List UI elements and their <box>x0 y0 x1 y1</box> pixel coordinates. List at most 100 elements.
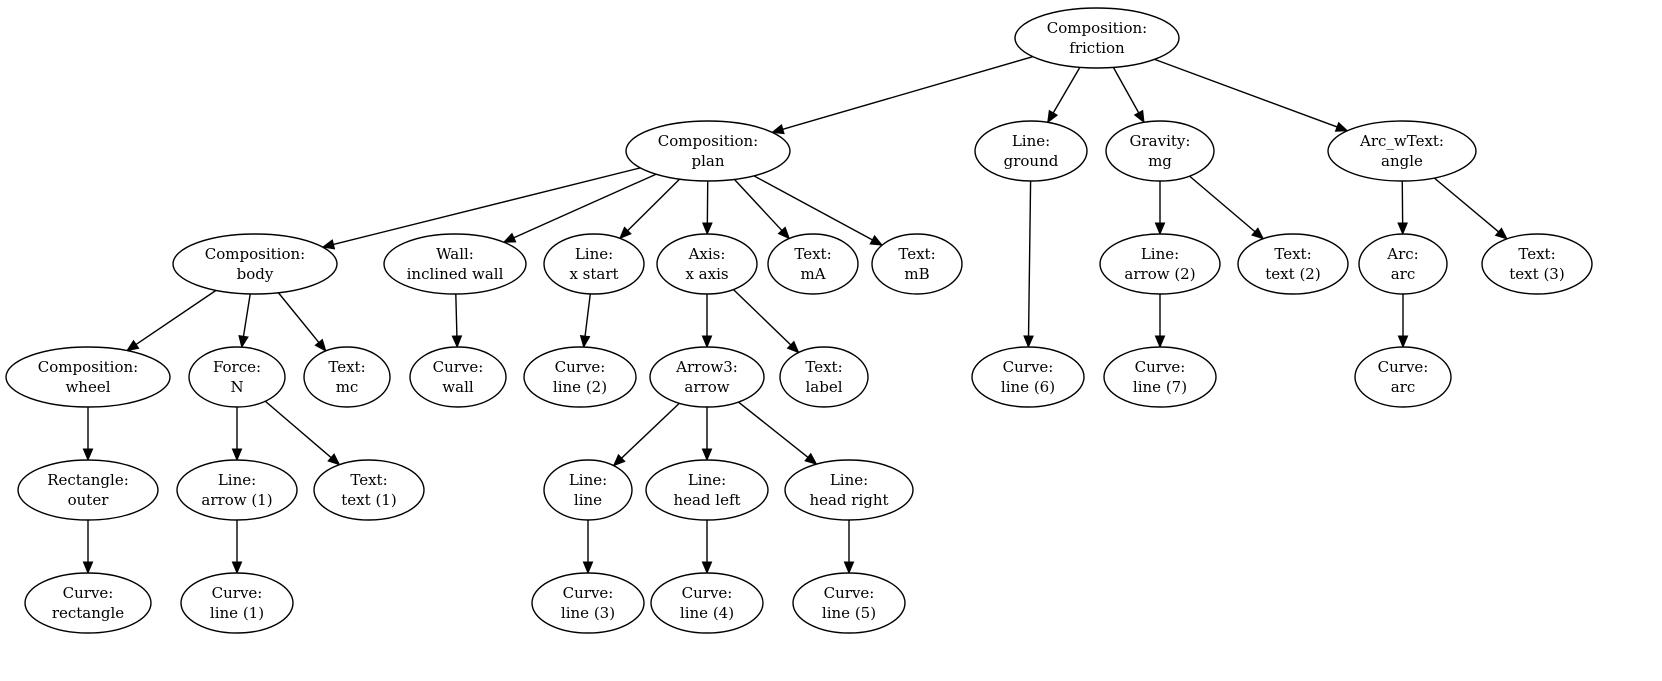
node-label-name: arc <box>1391 378 1416 396</box>
graph-node-arrow3[interactable]: Arrow3:arrow <box>649 346 765 408</box>
graph-node-arc-node[interactable]: Arc:arc <box>1358 233 1448 295</box>
node-ellipse[interactable] <box>974 120 1088 182</box>
graph-node-curve-arc[interactable]: Curve:arc <box>1354 346 1452 408</box>
graph-node-plan[interactable]: Composition:plan <box>625 120 791 182</box>
node-ellipse[interactable] <box>1099 233 1221 295</box>
graph-node-body[interactable]: Composition:body <box>172 233 338 295</box>
node-label-name: mc <box>336 378 359 396</box>
graph-node-x-start[interactable]: Line:x start <box>543 233 645 295</box>
node-ellipse[interactable] <box>1481 233 1593 295</box>
node-label-name: arrow <box>684 378 729 396</box>
node-ellipse[interactable] <box>188 346 286 408</box>
graph-node-mc[interactable]: Text: mc <box>303 346 391 408</box>
node-ellipse[interactable] <box>649 346 765 408</box>
edges-layer <box>82 55 1508 575</box>
node-ellipse[interactable] <box>409 346 507 408</box>
node-ellipse[interactable] <box>172 233 338 295</box>
node-ellipse[interactable] <box>871 233 963 295</box>
graph-node-rectangle[interactable]: Curve: rectangle <box>24 572 152 634</box>
node-ellipse[interactable] <box>1014 7 1180 69</box>
graph-node-mB[interactable]: Text:mB <box>871 233 963 295</box>
node-ellipse[interactable] <box>625 120 791 182</box>
graph-node-head-right[interactable]: Line:head right <box>784 459 914 521</box>
node-label-name: rectangle <box>52 604 124 622</box>
node-label-type: Curve: <box>1003 358 1054 376</box>
node-ellipse[interactable] <box>543 233 645 295</box>
node-label-name: mA <box>800 265 825 283</box>
node-ellipse[interactable] <box>1358 233 1448 295</box>
graph-edge <box>277 292 320 343</box>
graph-node-text3[interactable]: Text:text (3) <box>1481 233 1593 295</box>
node-label-name: x start <box>569 265 618 283</box>
graph-edge-arrowhead <box>843 561 855 575</box>
node-ellipse[interactable] <box>17 459 159 521</box>
nodes-layer: Composition:frictionComposition:planLine… <box>5 7 1593 634</box>
graph-node-line2[interactable]: Curve:line (2) <box>523 346 637 408</box>
graph-edge <box>1112 67 1140 114</box>
node-ellipse[interactable] <box>176 459 298 521</box>
node-ellipse[interactable] <box>779 346 869 408</box>
graph-node-line1[interactable]: Curve:line (1) <box>180 572 294 634</box>
graph-node-head-left[interactable]: Line:head left <box>645 459 769 521</box>
graph-node-line5[interactable]: Curve:line (5) <box>792 572 906 634</box>
graph-node-curve-wall[interactable]: Curve:wall <box>409 346 507 408</box>
graph-edge-arrowhead <box>701 561 713 575</box>
node-label-name: angle <box>1381 152 1423 170</box>
node-ellipse[interactable] <box>24 572 152 634</box>
graph-node-friction[interactable]: Composition:friction <box>1014 7 1180 69</box>
node-ellipse[interactable] <box>543 459 633 521</box>
graph-node-gravity[interactable]: Gravity:mg <box>1105 120 1215 182</box>
graph-node-line3[interactable]: Curve:line (3) <box>531 572 645 634</box>
node-label-type: Text: <box>1274 245 1311 263</box>
node-ellipse[interactable] <box>1237 233 1349 295</box>
graph-edge-arrowhead <box>618 226 632 240</box>
node-ellipse[interactable] <box>971 346 1085 408</box>
graph-node-text1[interactable]: Text:text (1) <box>313 459 425 521</box>
graph-edge <box>621 402 680 459</box>
graph-node-line4[interactable]: Curve:line (4) <box>650 572 764 634</box>
graph-edge <box>627 178 681 232</box>
node-ellipse[interactable] <box>1103 346 1217 408</box>
graph-node-line7[interactable]: Curve:line (7) <box>1103 346 1217 408</box>
graph-edge-arrowhead <box>1047 109 1059 124</box>
node-ellipse[interactable] <box>531 572 645 634</box>
node-label-type: Curve: <box>63 584 114 602</box>
node-ellipse[interactable] <box>645 459 769 521</box>
node-ellipse[interactable] <box>1105 120 1215 182</box>
graph-edge-arrowhead <box>1494 227 1508 240</box>
node-ellipse[interactable] <box>303 346 391 408</box>
graph-node-arrow1[interactable]: Line:arrow (1) <box>176 459 298 521</box>
graph-node-outer[interactable]: Rectangle:outer <box>17 459 159 521</box>
node-ellipse[interactable] <box>523 346 637 408</box>
graph-edge-arrowhead <box>612 453 626 467</box>
node-label-type: Text: <box>328 358 365 376</box>
graph-node-line-line[interactable]: Line:line <box>543 459 633 521</box>
node-ellipse[interactable] <box>383 233 527 295</box>
graph-node-line6[interactable]: Curve:line (6) <box>971 346 1085 408</box>
graph-node-arrow2[interactable]: Line:arrow (2) <box>1099 233 1221 295</box>
graph-node-wheel[interactable]: Composition:wheel <box>5 346 171 408</box>
graph-edge-arrowhead <box>786 340 800 354</box>
node-ellipse[interactable] <box>792 572 906 634</box>
graph-node-label[interactable]: Text:label <box>779 346 869 408</box>
graph-node-angle[interactable]: Arc_wText:angle <box>1327 120 1477 182</box>
node-ellipse[interactable] <box>313 459 425 521</box>
graph-edge <box>1052 66 1081 114</box>
graph-node-mA[interactable]: Text:mA <box>767 233 859 295</box>
node-ellipse[interactable] <box>784 459 914 521</box>
graph-node-text2[interactable]: Text:text (2) <box>1237 233 1349 295</box>
node-ellipse[interactable] <box>767 233 859 295</box>
node-ellipse[interactable] <box>180 572 294 634</box>
node-ellipse[interactable] <box>1327 120 1477 182</box>
node-ellipse[interactable] <box>1354 346 1452 408</box>
graph-node-ground[interactable]: Line:ground <box>974 120 1088 182</box>
node-ellipse[interactable] <box>650 572 764 634</box>
node-ellipse[interactable] <box>5 346 171 408</box>
node-label-type: Gravity: <box>1130 132 1191 150</box>
graph-node-x-axis[interactable]: Axis:x axis <box>656 233 758 295</box>
node-ellipse[interactable] <box>656 233 758 295</box>
graph-edge-arrowhead <box>125 339 140 352</box>
graph-node-force-N[interactable]: Force:N <box>188 346 286 408</box>
graph-node-inclined-wall[interactable]: Wall:inclined wall <box>383 233 527 295</box>
